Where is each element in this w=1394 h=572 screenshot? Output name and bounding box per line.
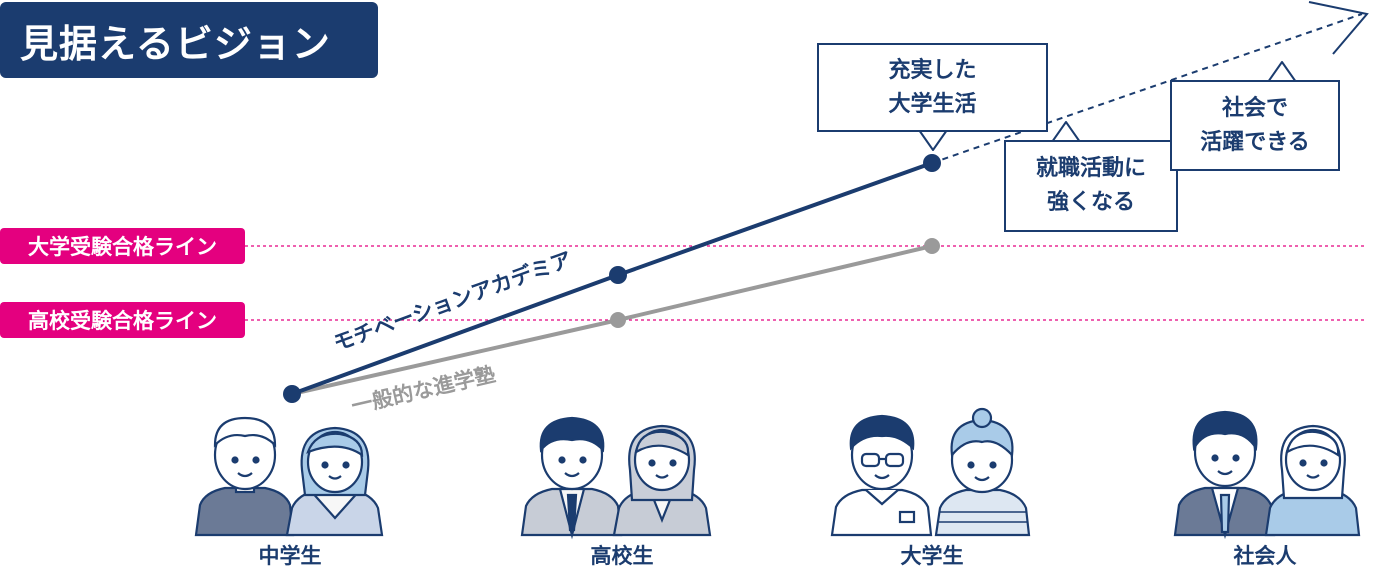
general-point-university xyxy=(924,238,940,254)
stage-label-junior-high: 中学生 xyxy=(258,544,322,568)
stage-label-working-adult: 社会人 xyxy=(1233,544,1297,568)
bubble-college-life-line2: 大学生活 xyxy=(888,91,977,117)
bubble-job-hunting: 就職活動に 強くなる xyxy=(1004,140,1178,232)
bubble-society-line2: 活躍できる xyxy=(1200,129,1310,155)
start-point xyxy=(283,385,301,403)
motivation-point-university xyxy=(923,154,941,172)
university-students-illustration xyxy=(830,407,1031,537)
motivation-dashed-extension xyxy=(931,13,1363,164)
general-path-label: 一般的な進学塾 xyxy=(349,362,498,418)
page-title: 見据えるビジョン xyxy=(0,2,378,78)
general-point-highschool xyxy=(610,312,626,328)
arrow-head-icon xyxy=(1308,1,1369,55)
high-school-students-illustration xyxy=(520,416,712,540)
bubble-tail-college xyxy=(918,129,948,151)
bubble-job-hunting-line2: 強くなる xyxy=(1046,190,1135,215)
highschool-pass-line-label: 高校受験合格ライン xyxy=(0,302,245,338)
junior-high-students-illustration xyxy=(194,416,384,537)
bubble-job-hunting-line1: 就職活動に xyxy=(1035,156,1146,181)
bubble-college-life-line1: 充実した xyxy=(888,57,977,83)
stage-label-high-school: 高校生 xyxy=(590,544,654,568)
university-pass-line-label: 大学受験合格ライン xyxy=(0,228,245,264)
stage-label-university: 大学生 xyxy=(900,544,964,568)
working-adults-illustration xyxy=(1173,410,1361,540)
motivation-point-highschool xyxy=(609,266,627,284)
bubble-society-line1: 社会で xyxy=(1221,95,1288,121)
bubble-society: 社会で 活躍できる xyxy=(1170,80,1340,171)
bubble-tail-job xyxy=(1051,121,1081,143)
bubble-tail-society xyxy=(1267,61,1297,83)
bubble-college-life: 充実した 大学生活 xyxy=(817,43,1048,132)
